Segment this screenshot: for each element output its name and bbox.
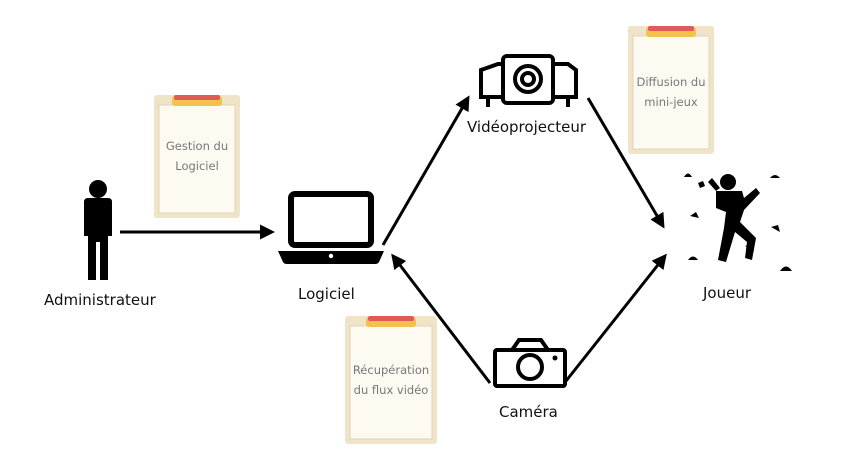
note-line: mini-jeux <box>644 95 698 109</box>
laptop-icon <box>278 191 384 264</box>
note-software-management: Gestion du Logiciel <box>159 136 235 176</box>
clipboard-icon <box>345 316 437 444</box>
note-line: Logiciel <box>175 159 219 173</box>
person-icon <box>84 180 112 280</box>
clipboard-icon <box>154 95 240 218</box>
arrow-camera-to-player <box>564 253 667 382</box>
camera-icon <box>493 338 567 388</box>
note-line: Récupération <box>352 363 430 377</box>
projector-icon <box>479 54 578 107</box>
arrow-projector-to-player <box>586 97 665 229</box>
note-line: Diffusion du <box>636 75 706 89</box>
administrator-label: Administrateur <box>44 291 156 309</box>
arrow-software-to-projector <box>381 95 470 246</box>
note-line: Gestion du <box>165 139 229 153</box>
projector-label: Vidéoprojecteur <box>467 118 586 136</box>
camera-label: Caméra <box>499 403 558 421</box>
note-line: du flux vidéo <box>353 383 429 397</box>
software-label: Logiciel <box>298 285 355 303</box>
note-minigames-broadcast: Diffusion du mini-jeux <box>633 72 709 112</box>
player-label: Joueur <box>703 284 752 302</box>
clipboard-icon <box>628 26 714 154</box>
climber-icon <box>684 173 792 271</box>
note-video-feed-retrieval: Récupération du flux vidéo <box>350 360 432 400</box>
arrow-camera-to-software <box>391 253 492 384</box>
